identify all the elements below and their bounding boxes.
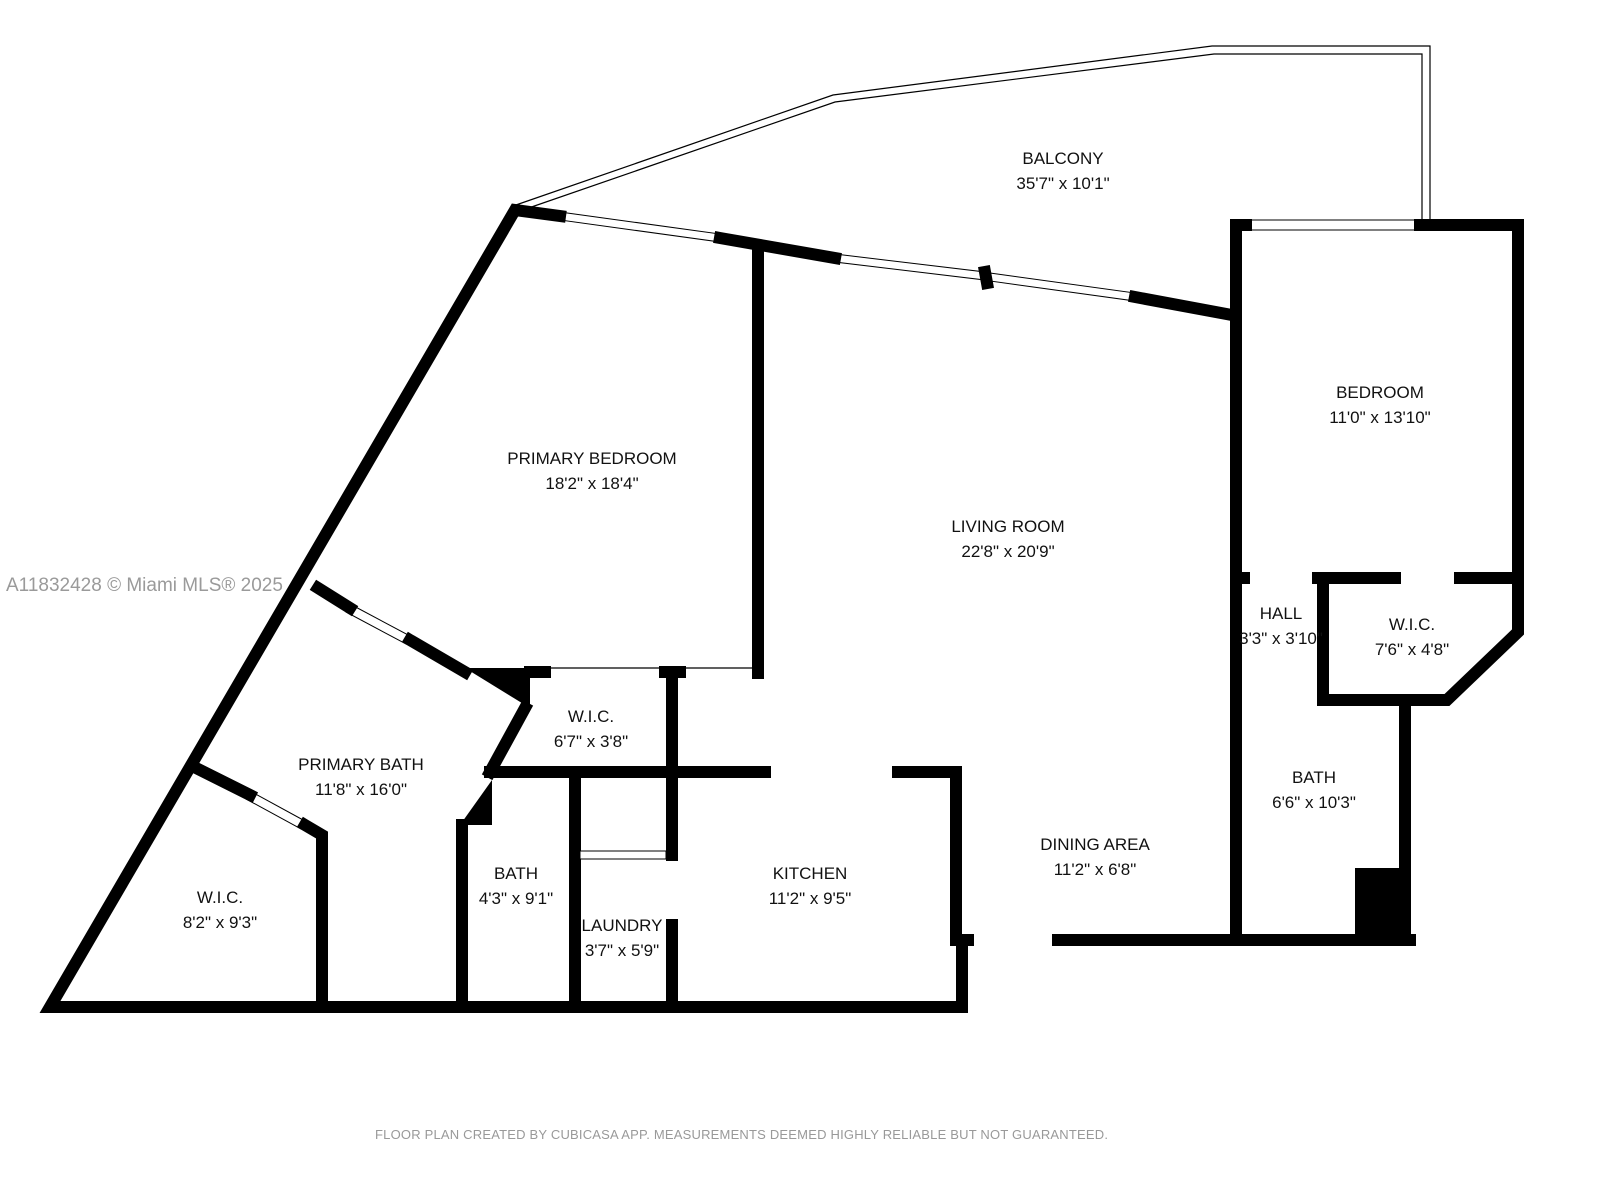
room-name: PRIMARY BATH [298,755,424,774]
balcony-railing [512,45,1520,229]
room-label-wic-bedroom: W.I.C. 7'6" x 4'8" [1375,612,1449,662]
room-size: 3'7" x 5'9" [584,941,660,960]
watermark: A11832428 © Miami MLS® 2025 [6,575,283,596]
room-name: HALL [1259,604,1303,623]
room-label-wic-bath: W.I.C. 8'2" x 9'3" [183,885,257,935]
room-size: 7'6" x 4'8" [1374,640,1450,659]
room-label-bath: BATH 4'3" x 9'1" [479,861,553,911]
room-size: 11'2" x 9'5" [768,889,852,908]
room-label-balcony: BALCONY 35'7" x 10'1" [1016,146,1109,196]
room-size: 4'3" x 9'1" [478,889,554,908]
room-size: 11'2" x 6'8" [1053,860,1137,879]
room-name: KITCHEN [772,864,848,883]
room-name: PRIMARY BEDROOM [507,449,677,468]
room-name: BALCONY [1022,149,1104,168]
room-name: BATH [1291,768,1337,787]
room-size: 11'8" x 16'0" [315,780,407,799]
room-label-wic-primary: W.I.C. 6'7" x 3'8" [554,704,628,754]
footer-disclaimer: FLOOR PLAN CREATED BY CUBICASA APP. MEAS… [375,1127,1109,1142]
room-size: 6'7" x 3'8" [553,732,629,751]
room-size: 8'2" x 9'3" [182,913,258,932]
room-label-primary-bedroom: PRIMARY BEDROOM 18'2" x 18'4" [507,446,676,496]
room-size: 11'0" x 13'10" [1329,408,1431,427]
room-name: W.I.C. [567,707,615,726]
room-label-laundry: LAUNDRY 3'7" x 5'9" [582,913,663,963]
room-size: 3'3" x 3'10" [1239,629,1323,648]
room-label-living-room: LIVING ROOM 22'8" x 20'9" [951,514,1064,564]
room-name: LAUNDRY [581,916,663,935]
room-name: BATH [493,864,539,883]
room-size: 6'6" x 10'3" [1272,793,1356,812]
room-size: 35'7" x 10'1" [1016,174,1110,193]
room-name: LIVING ROOM [951,517,1065,536]
room-label-hall: HALL 3'3" x 3'10" [1239,601,1323,651]
room-name: W.I.C. [196,888,244,907]
room-name: DINING AREA [1040,835,1150,854]
room-name: BEDROOM [1336,383,1424,402]
windows [245,211,1421,830]
room-label-bedroom: BEDROOM 11'0" x 13'10" [1329,380,1430,430]
walls [39,203,1524,1013]
room-label-dining-area: DINING AREA 11'2" x 6'8" [1040,832,1150,882]
room-size: 18'2" x 18'4" [545,474,639,493]
room-name: W.I.C. [1388,615,1436,634]
room-label-kitchen: KITCHEN 11'2" x 9'5" [769,861,852,911]
room-label-primary-bath: PRIMARY BATH 11'8" x 16'0" [298,752,424,802]
room-label-bath-2: BATH 6'6" x 10'3" [1272,765,1356,815]
room-size: 22'8" x 20'9" [961,542,1055,561]
